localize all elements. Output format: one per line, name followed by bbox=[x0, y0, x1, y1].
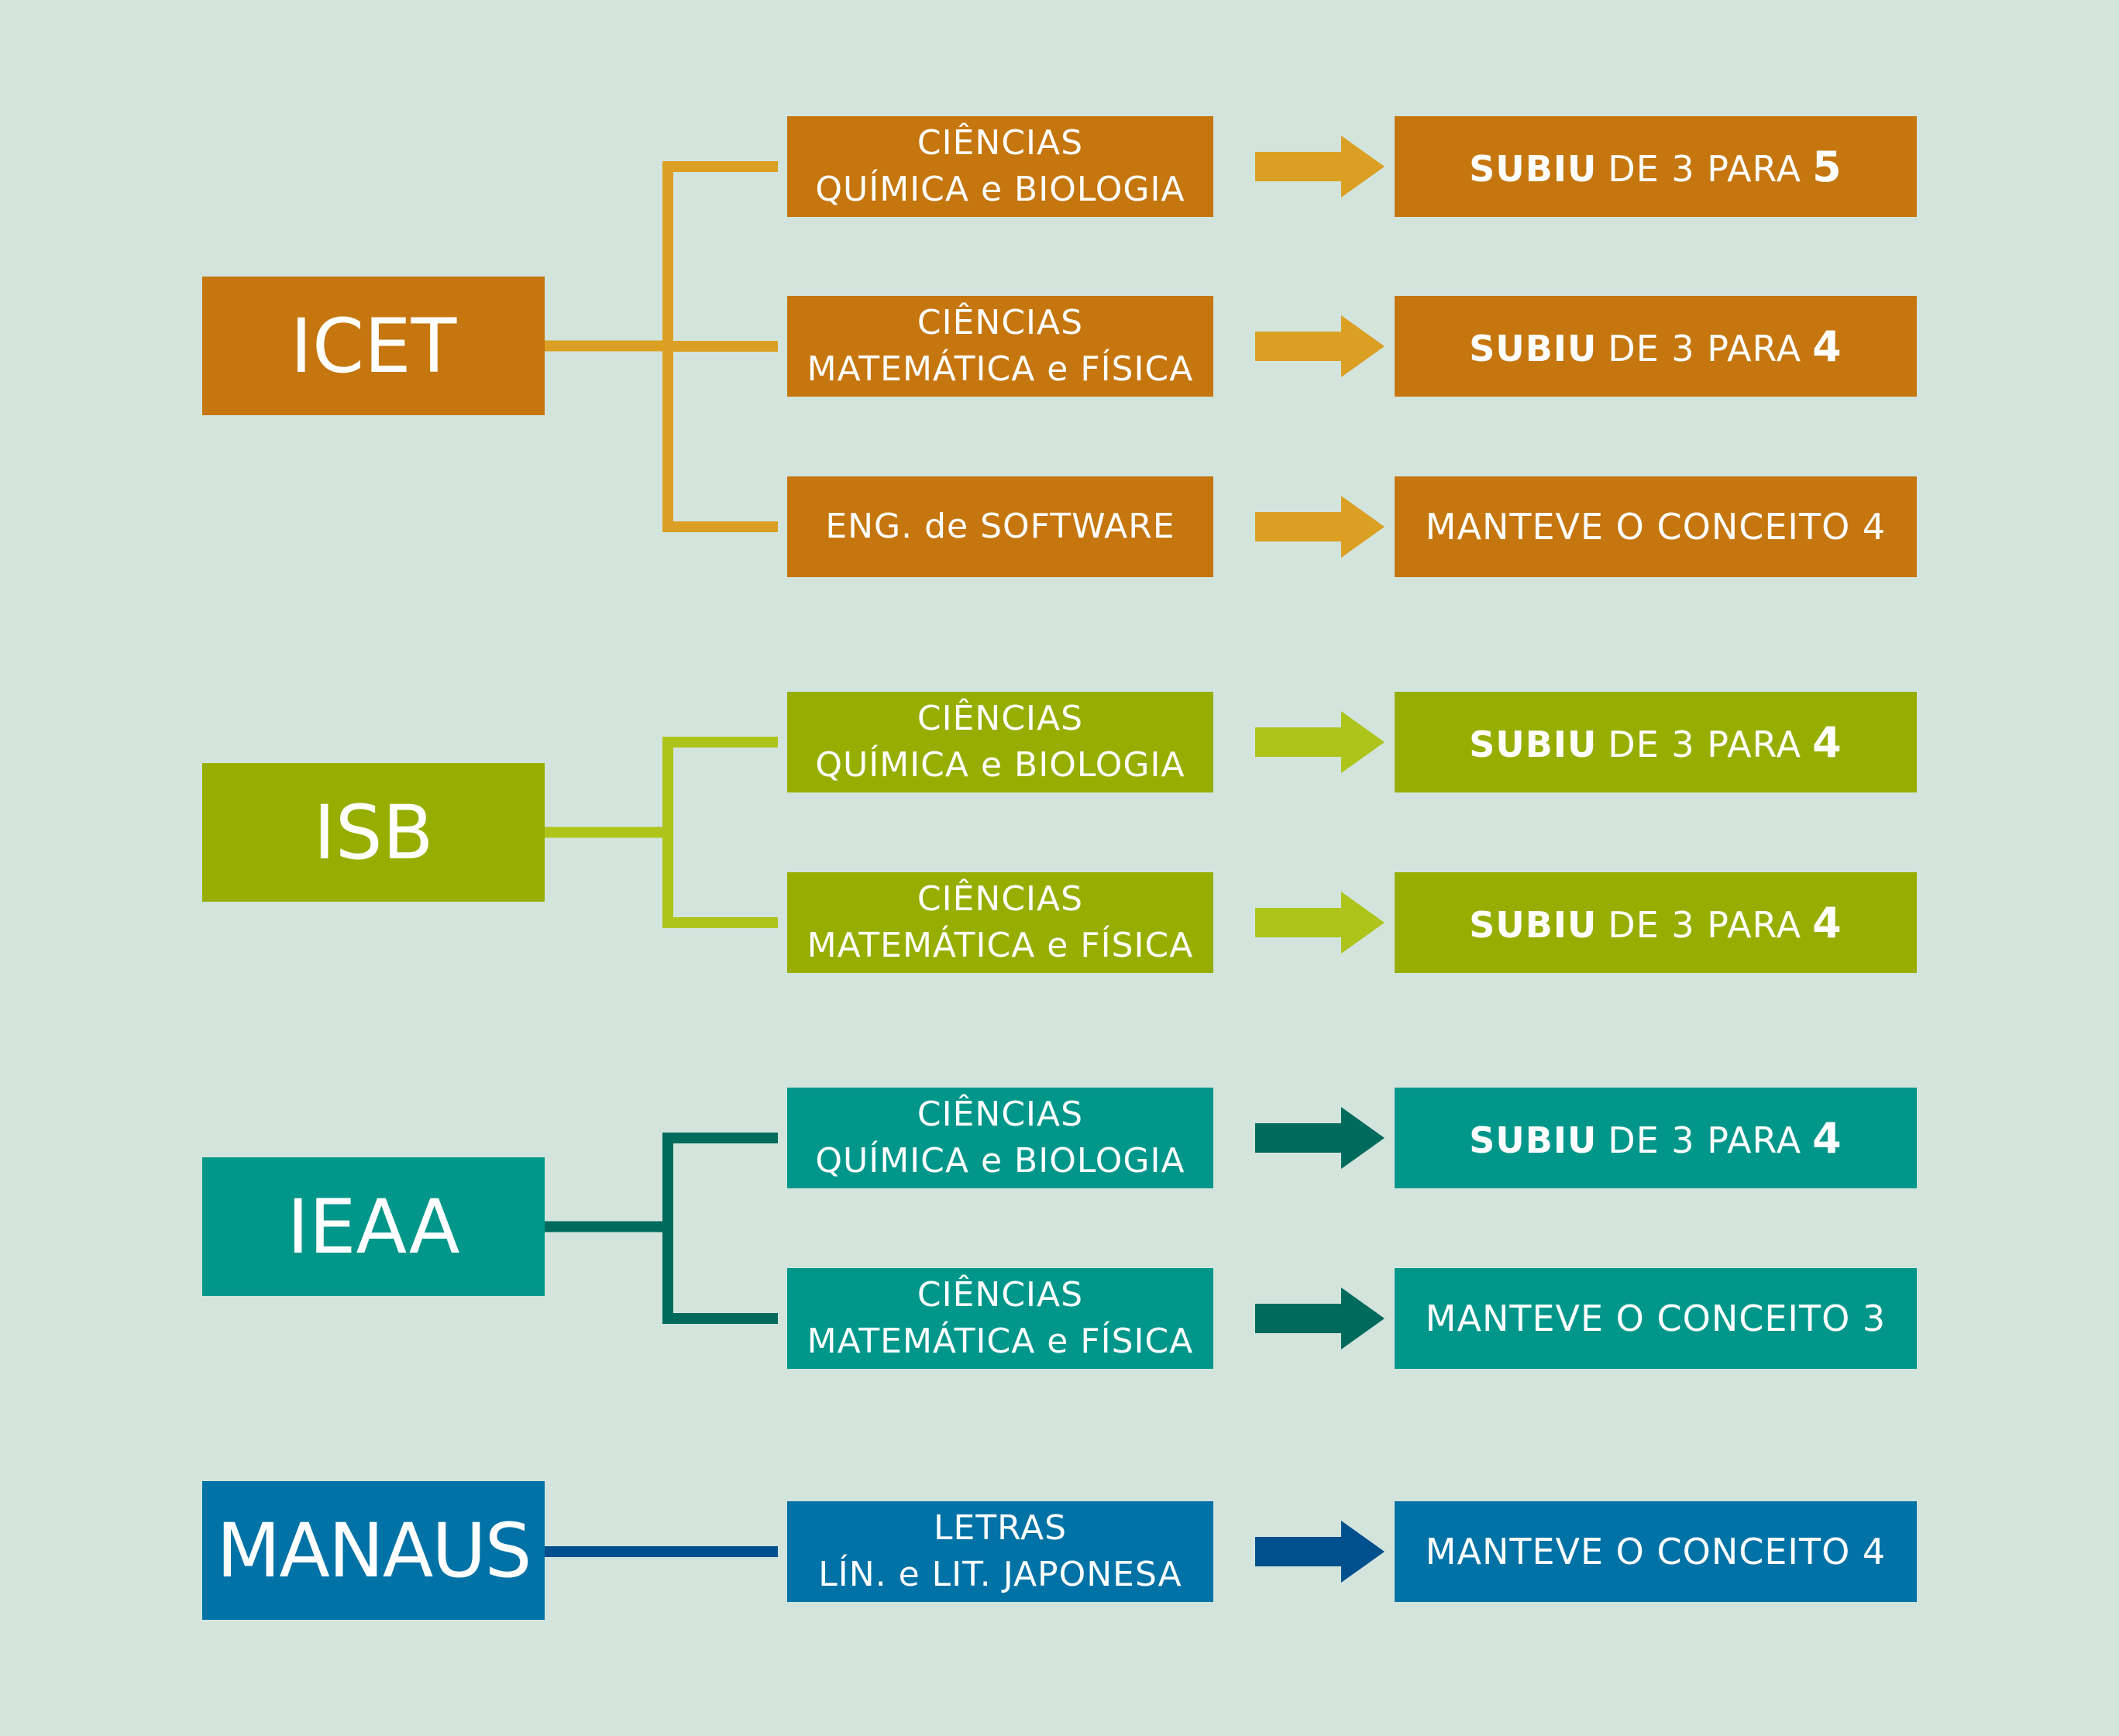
course-line: CIÊNCIAS bbox=[917, 303, 1084, 342]
course-line: CIÊNCIAS bbox=[917, 879, 1084, 919]
course-box-icet-2: ENG. de SOFTWARE bbox=[787, 476, 1213, 577]
result-box-manaus-0: MANTEVE O CONCEITO 4 bbox=[1395, 1501, 1917, 1602]
result-text: MANTEVE O CONCEITO 4 bbox=[1425, 1531, 1887, 1573]
arrow-right-icon bbox=[1255, 892, 1385, 954]
course-line: CIÊNCIAS bbox=[917, 1275, 1084, 1315]
result-new-grade: 4 bbox=[1812, 898, 1842, 947]
course-line: QUÍMICA e BIOLOGIA bbox=[815, 170, 1185, 209]
result-new-grade: 4 bbox=[1812, 1113, 1842, 1163]
result-box-ieaa-1: MANTEVE O CONCEITO 3 bbox=[1395, 1268, 1917, 1369]
result-middle: DE 3 PARA bbox=[1608, 903, 1802, 946]
arrow-right-icon bbox=[1255, 1287, 1385, 1349]
course-line: QUÍMICA e BIOLOGIA bbox=[815, 1141, 1185, 1181]
course-box-icet-1: CIÊNCIAS MATEMÁTICA e FÍSICA bbox=[787, 296, 1213, 397]
course-line: ENG. de SOFTWARE bbox=[825, 507, 1175, 546]
course-line: MATEMÁTICA e FÍSICA bbox=[807, 1322, 1194, 1361]
unit-box-ieaa: IEAA bbox=[202, 1157, 545, 1296]
result-new-grade: 4 bbox=[1812, 321, 1842, 371]
result-text: MANTEVE O CONCEITO 3 bbox=[1425, 1298, 1887, 1339]
course-line: MATEMÁTICA e FÍSICA bbox=[807, 349, 1194, 389]
result-box-icet-2: MANTEVE O CONCEITO 4 bbox=[1395, 476, 1917, 577]
course-box-ieaa-1: CIÊNCIAS MATEMÁTICA e FÍSICA bbox=[787, 1268, 1213, 1369]
result-middle: DE 3 PARA bbox=[1608, 1119, 1802, 1161]
result-text: MANTEVE O CONCEITO 4 bbox=[1425, 506, 1887, 548]
arrow-right-icon bbox=[1255, 496, 1385, 558]
result-middle: DE 3 PARA bbox=[1608, 723, 1802, 765]
course-line: LETRAS bbox=[933, 1508, 1067, 1548]
arrow-right-icon bbox=[1255, 711, 1385, 773]
result-new-grade: 5 bbox=[1812, 142, 1842, 191]
course-box-manaus-0: LETRAS LÍN. e LIT. JAPONESA bbox=[787, 1501, 1213, 1602]
course-box-isb-0: CIÊNCIAS QUÍMICA e BIOLOGIA bbox=[787, 692, 1213, 792]
arrow-right-icon bbox=[1255, 315, 1385, 377]
course-line: CIÊNCIAS bbox=[917, 699, 1084, 738]
course-box-isb-1: CIÊNCIAS MATEMÁTICA e FÍSICA bbox=[787, 872, 1213, 973]
result-status-word: SUBIU bbox=[1469, 723, 1598, 765]
course-line: MATEMÁTICA e FÍSICA bbox=[807, 926, 1194, 965]
course-box-ieaa-0: CIÊNCIAS QUÍMICA e BIOLOGIA bbox=[787, 1088, 1213, 1188]
result-middle: DE 3 PARA bbox=[1608, 327, 1802, 370]
course-line: LÍN. e LIT. JAPONESA bbox=[818, 1555, 1182, 1594]
course-line: CIÊNCIAS bbox=[917, 123, 1084, 163]
result-status-word: SUBIU bbox=[1469, 327, 1598, 370]
unit-box-icet: ICET bbox=[202, 277, 545, 415]
arrow-right-icon bbox=[1255, 1107, 1385, 1169]
result-new-grade: 4 bbox=[1812, 717, 1842, 767]
unit-box-manaus: MANAUS bbox=[202, 1481, 545, 1620]
result-status-word: SUBIU bbox=[1469, 147, 1598, 190]
course-box-icet-0: CIÊNCIAS QUÍMICA e BIOLOGIA bbox=[787, 116, 1213, 217]
result-status-word: SUBIU bbox=[1469, 903, 1598, 946]
arrow-right-icon bbox=[1255, 1521, 1385, 1583]
result-middle: DE 3 PARA bbox=[1608, 147, 1802, 190]
course-line: CIÊNCIAS bbox=[917, 1095, 1084, 1134]
arrow-right-icon bbox=[1255, 136, 1385, 198]
unit-box-isb: ISB bbox=[202, 763, 545, 902]
course-line: QUÍMICA e BIOLOGIA bbox=[815, 745, 1185, 785]
result-status-word: SUBIU bbox=[1469, 1119, 1598, 1161]
